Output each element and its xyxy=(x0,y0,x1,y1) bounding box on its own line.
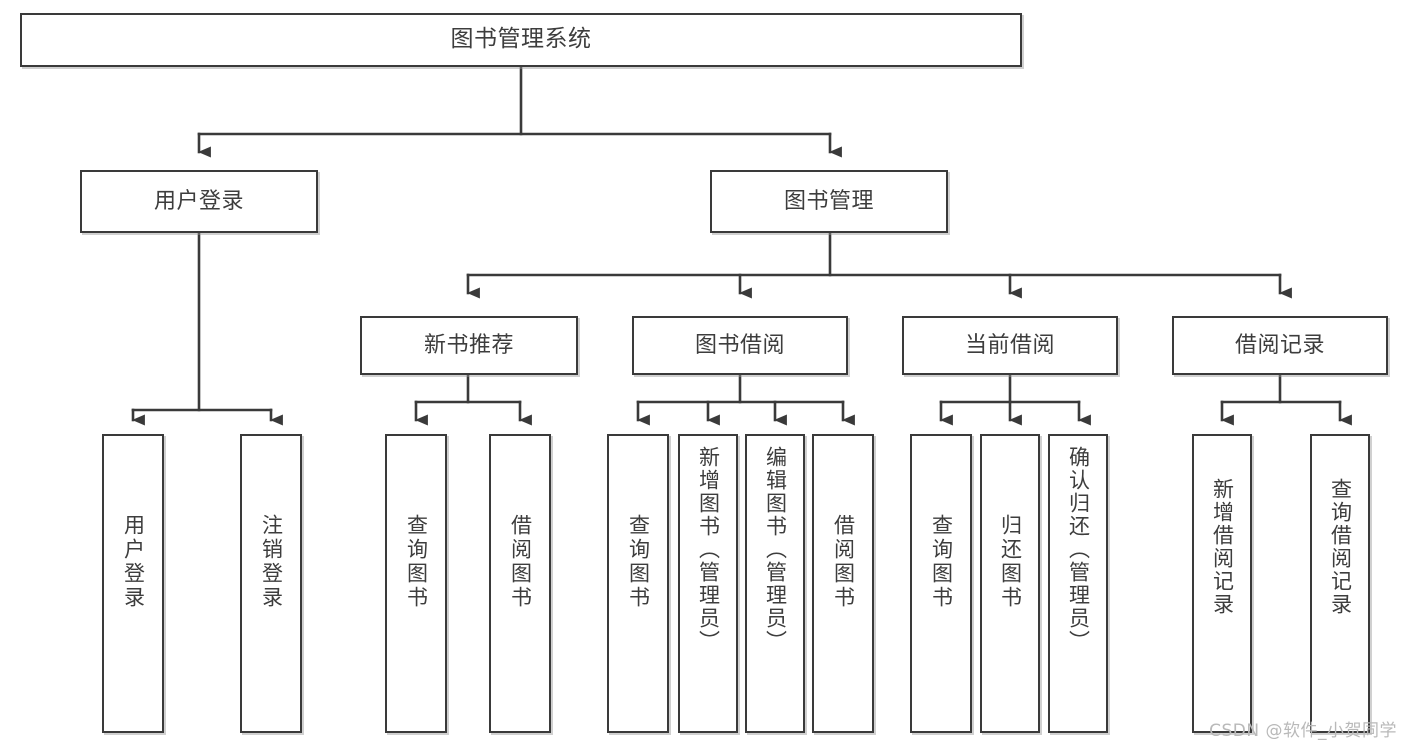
node-new-book-recommend[interactable]: 新书推荐 xyxy=(360,316,578,375)
node-leaf-query-book-2[interactable]: 查询图书 xyxy=(607,434,669,733)
node-label: 借阅图书 xyxy=(831,514,856,610)
node-leaf-add-record[interactable]: 新增借阅记录 xyxy=(1192,434,1252,733)
node-label: 确认归还（管理员） xyxy=(1066,446,1091,653)
node-label: 归还图书 xyxy=(998,514,1023,610)
node-leaf-borrow-book-2[interactable]: 借阅图书 xyxy=(812,434,874,733)
node-leaf-borrow-book-1[interactable]: 借阅图书 xyxy=(489,434,551,733)
node-leaf-confirm-return[interactable]: 确认归还（管理员） xyxy=(1048,434,1108,733)
node-label: 查询图书 xyxy=(626,514,651,610)
node-book-borrow[interactable]: 图书借阅 xyxy=(632,316,848,375)
node-label: 新书推荐 xyxy=(423,332,514,358)
node-leaf-user-login[interactable]: 用户登录 xyxy=(102,434,164,733)
node-label: 图书管理系统 xyxy=(450,26,592,53)
csdn-watermark: CSDN @软件_小贺同学 xyxy=(1209,721,1397,741)
node-leaf-query-record[interactable]: 查询借阅记录 xyxy=(1310,434,1370,733)
node-label: 新增图书（管理员） xyxy=(696,446,721,653)
node-label: 借阅图书 xyxy=(508,514,533,610)
node-label: 当前借阅 xyxy=(964,332,1055,358)
node-root-book-management-system[interactable]: 图书管理系统 xyxy=(20,13,1022,67)
node-leaf-edit-book[interactable]: 编辑图书（管理员） xyxy=(745,434,805,733)
node-label: 注销登录 xyxy=(259,514,284,610)
node-book-management[interactable]: 图书管理 xyxy=(710,170,948,233)
node-label: 编辑图书（管理员） xyxy=(763,446,788,653)
node-label: 图书借阅 xyxy=(694,332,785,358)
node-label: 查询借阅记录 xyxy=(1328,478,1353,616)
node-user-login[interactable]: 用户登录 xyxy=(80,170,318,233)
node-leaf-user-logout[interactable]: 注销登录 xyxy=(240,434,302,733)
node-label: 用户登录 xyxy=(153,188,244,214)
node-leaf-add-book[interactable]: 新增图书（管理员） xyxy=(678,434,738,733)
node-leaf-query-book-3[interactable]: 查询图书 xyxy=(910,434,972,733)
node-leaf-query-book-1[interactable]: 查询图书 xyxy=(385,434,447,733)
node-label: 查询图书 xyxy=(929,514,954,610)
node-leaf-return-book[interactable]: 归还图书 xyxy=(980,434,1040,733)
node-label: 新增借阅记录 xyxy=(1210,478,1235,616)
node-label: 查询图书 xyxy=(404,514,429,610)
node-label: 用户登录 xyxy=(121,514,146,610)
node-label: 借阅记录 xyxy=(1234,332,1325,358)
node-borrow-record[interactable]: 借阅记录 xyxy=(1172,316,1388,375)
node-label: 图书管理 xyxy=(783,188,874,214)
node-current-borrow[interactable]: 当前借阅 xyxy=(902,316,1118,375)
